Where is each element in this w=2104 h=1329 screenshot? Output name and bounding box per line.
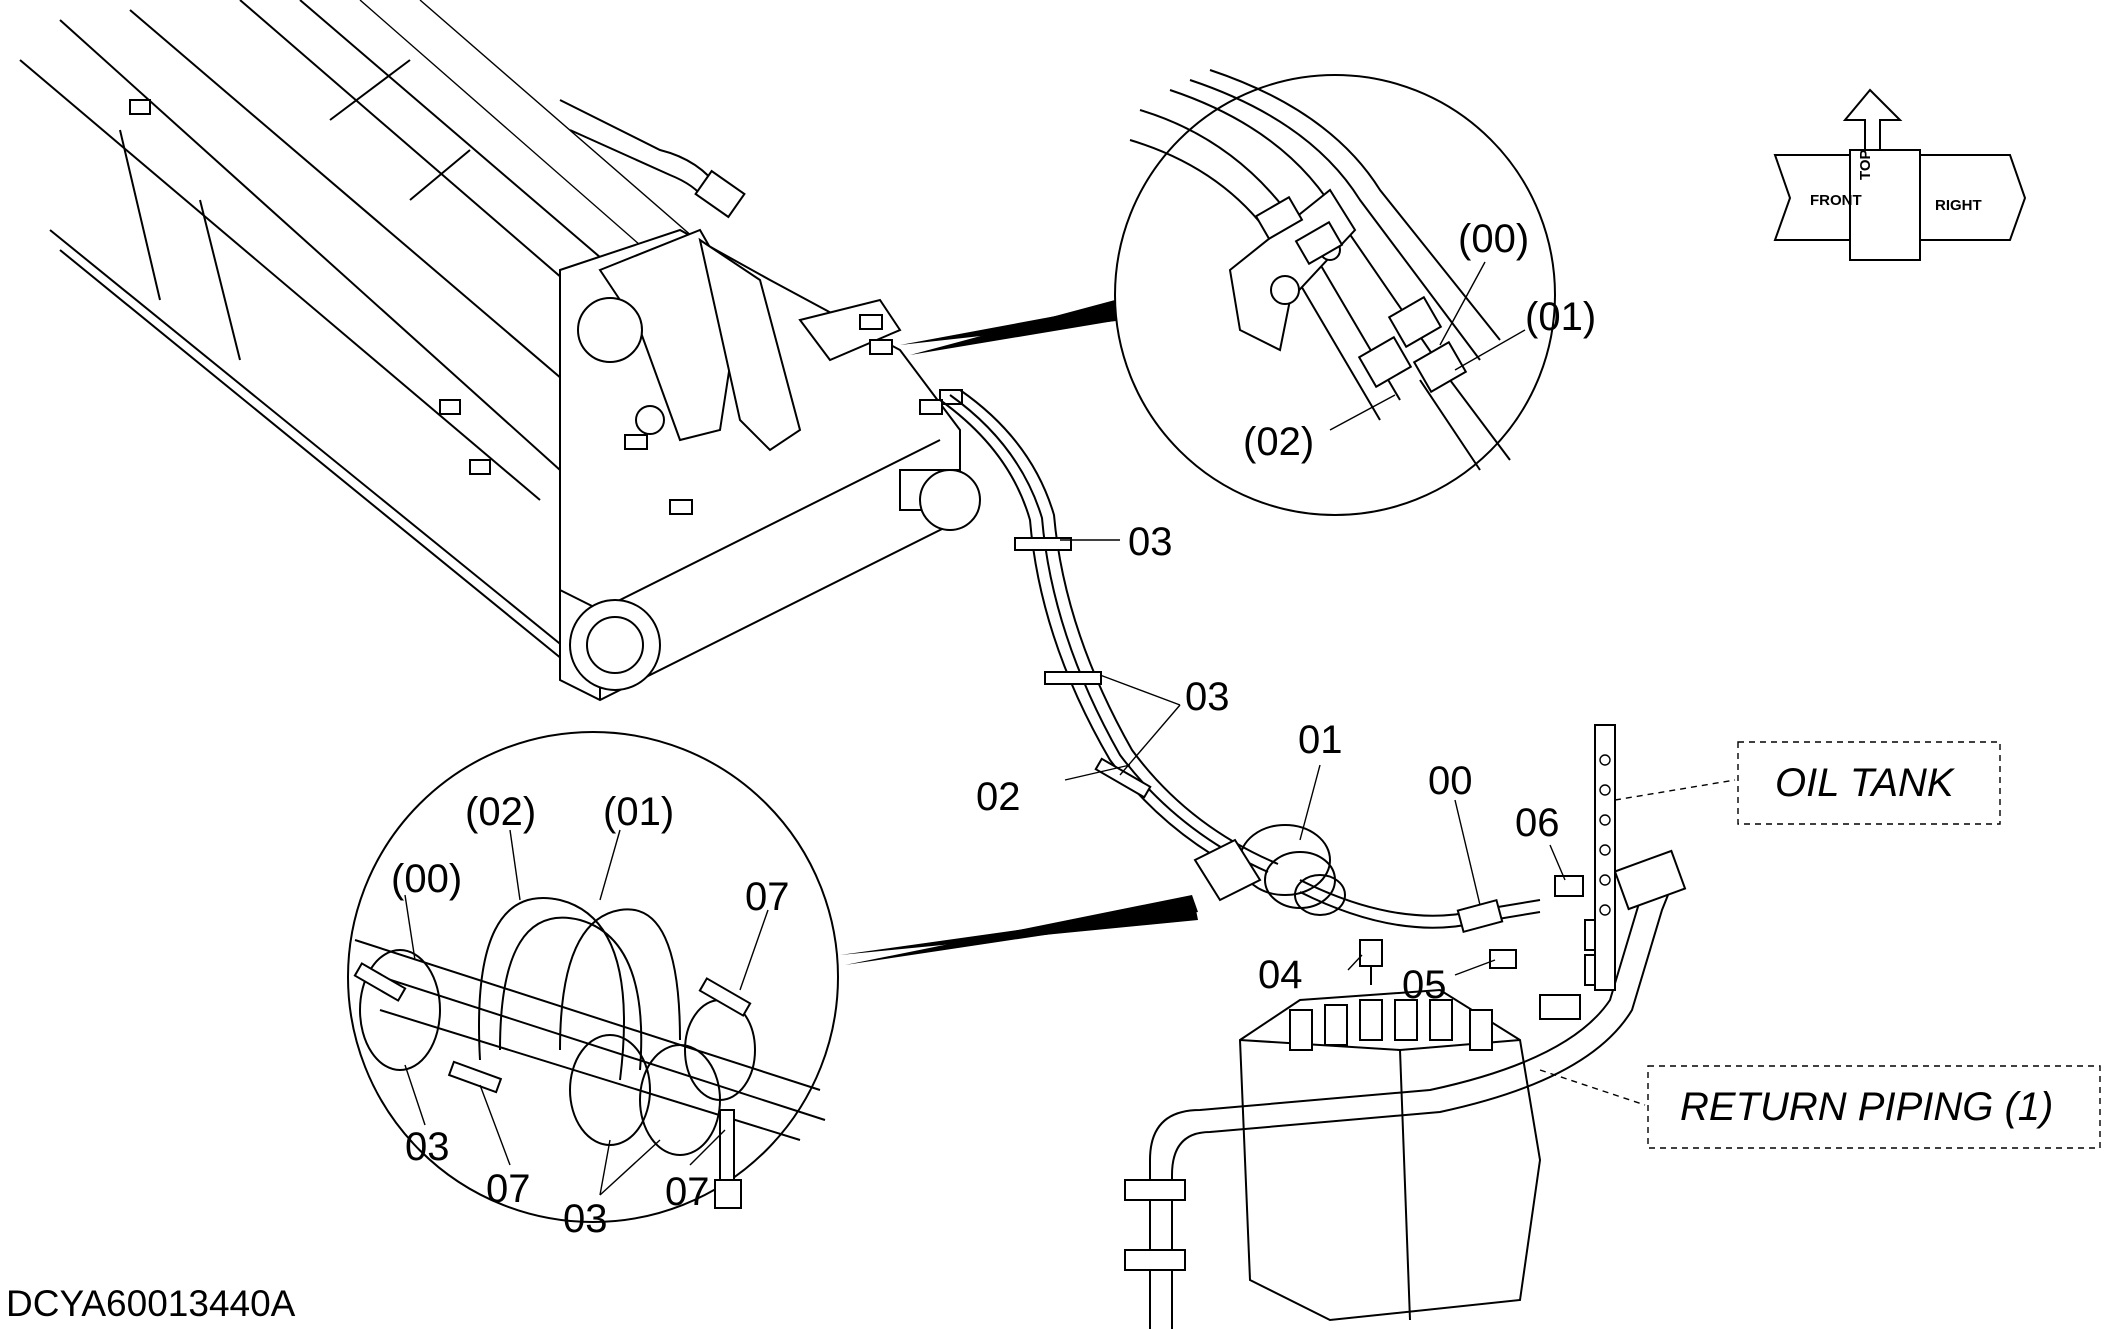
detail-circle-bottom (347, 731, 1198, 1223)
tie-07a (447, 1060, 503, 1094)
fitting-04 (1359, 939, 1383, 967)
front-arrow-icon (1773, 154, 1851, 241)
boom-fittings (129, 99, 963, 515)
oil-tank-box (1737, 741, 2001, 825)
tie-03a (353, 962, 407, 1002)
detail-bottom-label-07-bottom: 07 (665, 1170, 710, 1214)
compass-front: FRONT (1810, 192, 1862, 209)
clamp-03-mid (1044, 671, 1102, 685)
oil-tank-label: OIL TANK (1775, 761, 1956, 805)
return-piping-box (1647, 1065, 2101, 1149)
label-06: 06 (1515, 801, 1560, 845)
boom-assembly (19, 0, 981, 702)
tie-07c (719, 1109, 735, 1181)
label-02: 02 (976, 775, 1021, 819)
detail-bottom-label-01: (01) (603, 790, 674, 834)
detail-bottom-label-03-left: 03 (405, 1125, 450, 1169)
fitting-02 (1357, 335, 1413, 389)
fitting-05 (1489, 949, 1517, 969)
hose-bundle (939, 389, 1279, 881)
detail-top-label-02: (02) (1243, 420, 1314, 464)
detail-bottom-label-07-left: 07 (486, 1167, 531, 1211)
fitting-01 (1412, 340, 1468, 394)
control-valve-assembly (1124, 724, 1687, 1329)
label-01: 01 (1298, 718, 1343, 762)
clamp-03-lower (1094, 757, 1152, 799)
detail-top-label-01: (01) (1525, 295, 1596, 339)
detail-bottom-label-00: (00) (391, 857, 462, 901)
leader-lines (1060, 539, 1736, 1106)
clamp-03-upper (1014, 537, 1072, 551)
label-03-lower: 03 (1185, 675, 1230, 719)
compass-right: RIGHT (1935, 197, 1982, 214)
return-piping-label: RETURN PIPING (1) (1680, 1085, 2053, 1129)
label-04: 04 (1258, 953, 1303, 997)
drawing-code: DCYA60013440A (6, 1283, 296, 1324)
detail-bottom-label-03-bottom: 03 (563, 1197, 608, 1241)
fitting-00 (1387, 295, 1443, 349)
detail-circle-top (900, 69, 1556, 516)
detail-top-label-00: (00) (1458, 217, 1529, 261)
tie-07b (698, 977, 752, 1017)
compass-top: TOP (1857, 149, 1874, 180)
detail-bottom-label-07-right: 07 (745, 875, 790, 919)
orientation-compass: FRONT TOP RIGHT (1773, 88, 2027, 261)
label-00: 00 (1428, 759, 1473, 803)
detail-bottom-label-02: (02) (465, 790, 536, 834)
fitting-06 (1554, 875, 1584, 897)
label-05: 05 (1402, 963, 1447, 1007)
label-03-upper: 03 (1128, 520, 1173, 564)
